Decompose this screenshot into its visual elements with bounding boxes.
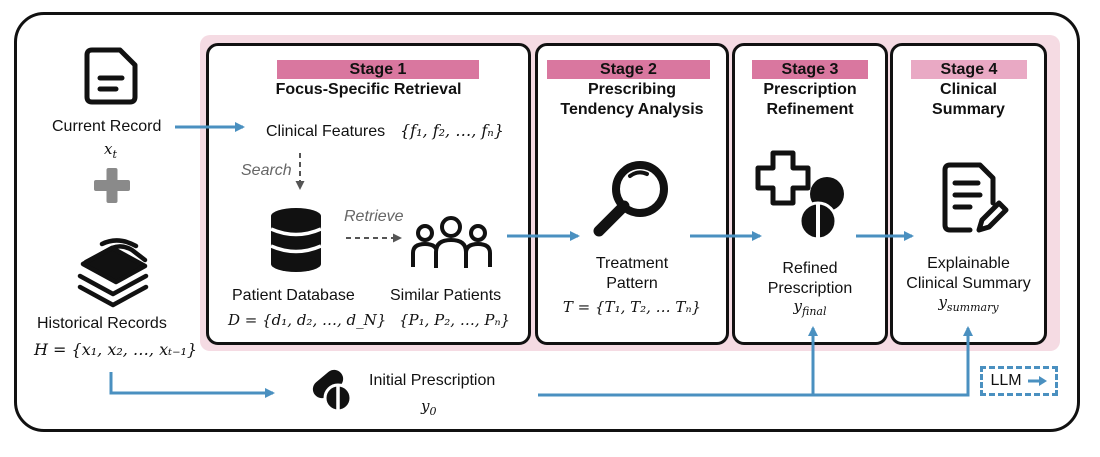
stage4-tag: Stage 4 (911, 60, 1027, 79)
stage2-box (535, 43, 729, 345)
llm-label: LLM (990, 372, 1022, 389)
magnifier-icon (593, 161, 668, 237)
initial-prescription-var: y0 (421, 397, 436, 418)
plus-icon (94, 168, 130, 203)
initial-to-stage4-arrow (813, 326, 973, 397)
current-record-var-sub: t (112, 148, 117, 161)
stage3-title-line1: Prescription (763, 81, 857, 98)
current-record-var: xt (104, 140, 117, 161)
treatment-pattern-formula: T = {T₁, T₂, … Tₙ} (562, 298, 702, 316)
historical-to-initial-arrow (109, 372, 275, 398)
stage1-box (206, 43, 531, 345)
outer-frame (14, 12, 1080, 432)
stage1-title: Focus-Specific Retrieval (275, 81, 462, 98)
clinical-features-formula: {f₁, f₂, …, fₙ} (400, 121, 504, 140)
stage3-tag: Stage 3 (752, 60, 868, 79)
llm-arrow-icon (1027, 376, 1047, 386)
database-icon (270, 208, 322, 272)
clinical-summary-line1: Explainable (927, 255, 1010, 272)
retrieve-label: Retrieve (344, 208, 404, 225)
refined-prescription-var: yfinal (732, 297, 888, 318)
initial-prescription-var-sub: 0 (429, 405, 437, 418)
clinical-summary-var-symbol: y (938, 293, 947, 311)
people-icon (411, 216, 492, 268)
similar-patients-label: Similar Patients (390, 287, 502, 304)
initial-to-stage3-arrow (538, 326, 818, 397)
medical-cross-pills-icon (755, 150, 844, 241)
stage2-tag: Stage 2 (547, 60, 710, 79)
stage4-title-line2: Summary (932, 101, 1005, 118)
treatment-pattern-line1: Treatment (595, 255, 669, 272)
refined-prescription-var-sub: final (801, 305, 827, 318)
treatment-pattern-line2: Pattern (606, 275, 658, 292)
refined-prescription-var-symbol: y (793, 297, 802, 315)
stage4-title-line1: Clinical (940, 81, 997, 98)
document-icon (84, 47, 138, 105)
stage1-tag: Stage 1 (277, 60, 479, 79)
similar-patients-formula: {P₁, P₂, …, Pₙ} (399, 311, 511, 329)
patient-database-formula: D = {d₁, d₂, …, d_N} (228, 311, 387, 329)
refined-prescription-line1: Refined (782, 260, 838, 277)
refined-prescription-line2: Prescription (767, 280, 853, 297)
stage2-title-line2: Tendency Analysis (560, 101, 704, 118)
historical-records-label: Historical Records (37, 315, 167, 332)
clinical-summary-var-sub: summary (946, 301, 999, 314)
clinical-features-label: Clinical Features (266, 123, 386, 140)
stacked-papers-icon (77, 238, 149, 308)
stage3-title-line2: Refinement (766, 101, 854, 118)
historical-records-formula: H = {x₁, x₂, …, xₜ₋₁} (34, 340, 198, 359)
current-record-var-symbol: x (104, 140, 113, 158)
initial-prescription-var-symbol: y (421, 397, 430, 415)
initial-prescription-label: Initial Prescription (369, 372, 496, 389)
clinical-summary-line2: Clinical Summary (906, 275, 1031, 292)
clipboard-pen-icon (942, 162, 1009, 233)
llm-legend: LLM (980, 366, 1058, 396)
pills-icon (312, 369, 353, 413)
search-label: Search (241, 162, 292, 179)
clinical-summary-var: ysummary (890, 293, 1047, 314)
stage2-title-line1: Prescribing (587, 81, 677, 98)
patient-database-label: Patient Database (232, 287, 355, 304)
current-record-label: Current Record (52, 118, 162, 135)
